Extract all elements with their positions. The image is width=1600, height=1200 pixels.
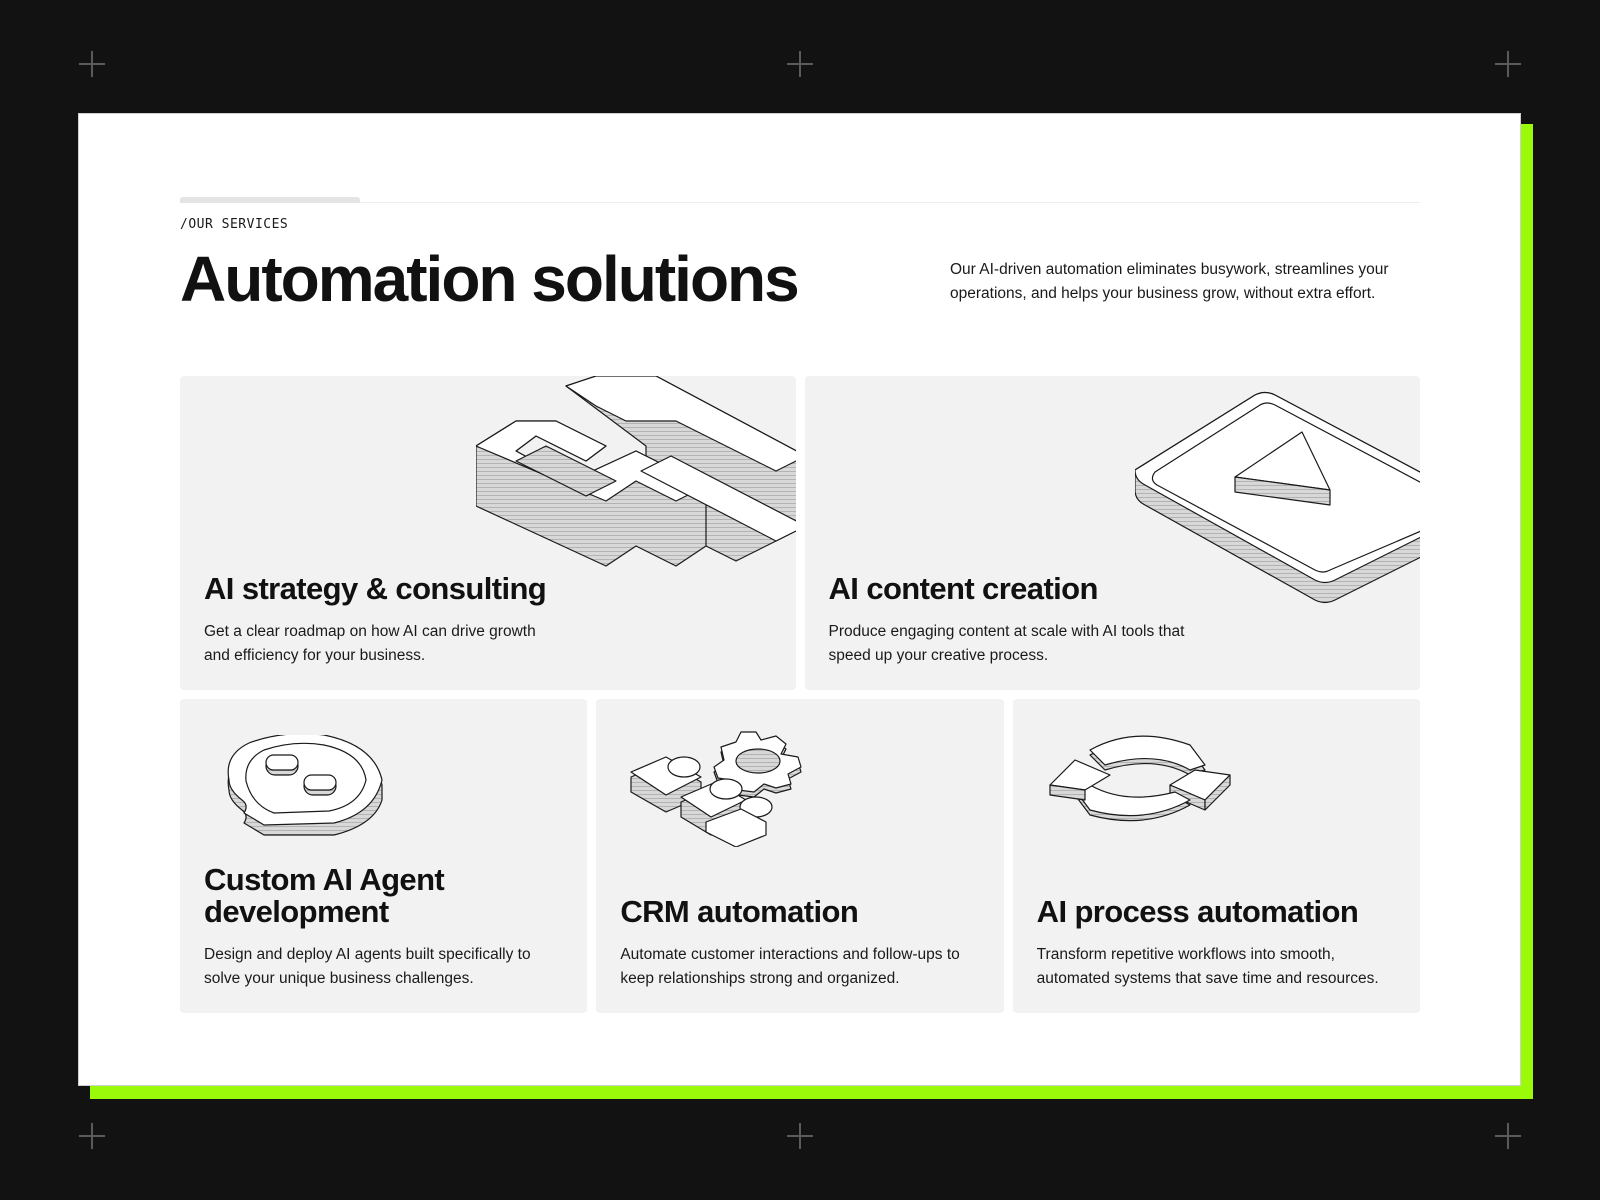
corner-plus-icon — [79, 51, 105, 77]
service-card-text: AI content creation Produce engaging con… — [829, 573, 1189, 668]
play-tablet-icon — [1134, 391, 1420, 604]
service-desc: Get a clear roadmap on how AI can drive … — [204, 623, 536, 664]
chat-bubble-icon — [227, 735, 383, 836]
service-card-text: AI process automation Transform repetiti… — [1037, 896, 1397, 991]
services-grid-top: AI strategy & consulting Get a clear roa… — [180, 376, 1420, 690]
people-gear-icon — [630, 731, 802, 847]
service-title: Custom AI Agent development — [204, 861, 445, 930]
corner-plus-icon — [787, 1123, 813, 1149]
service-card-agent[interactable]: Custom AI Agent development Design and d… — [180, 699, 588, 1013]
services-grid-bottom: Custom AI Agent development Design and d… — [180, 699, 1420, 1013]
service-card-strategy[interactable]: AI strategy & consulting Get a clear roa… — [180, 376, 796, 690]
service-card-process[interactable]: AI process automation Transform repetiti… — [1012, 699, 1420, 1013]
service-card-text: Custom AI Agent development Design and d… — [204, 861, 587, 991]
section-intro: Our AI-driven automation eliminates busy… — [950, 261, 1389, 302]
refresh-arrows-icon — [1049, 735, 1231, 822]
service-desc: Automate customer interactions and follo… — [620, 946, 960, 987]
corner-plus-icon — [787, 51, 813, 77]
services-section: /OUR SERVICES Automation solutions Our A… — [180, 197, 1420, 1013]
section-eyebrow: /OUR SERVICES — [180, 217, 289, 232]
service-title: CRM automation — [620, 894, 859, 930]
service-title: AI content creation — [828, 571, 1099, 607]
services-frame: /OUR SERVICES Automation solutions Our A… — [78, 113, 1521, 1086]
service-card-crm[interactable]: CRM automation Automate customer interac… — [596, 699, 1004, 1013]
service-card-text: CRM automation Automate customer interac… — [620, 896, 980, 991]
corner-plus-icon — [79, 1123, 105, 1149]
corner-plus-icon — [1495, 51, 1521, 77]
page-title: Automation solutions — [180, 243, 800, 315]
section-header: Automation solutions Our AI-driven autom… — [180, 244, 1420, 344]
section-rule-tab — [180, 197, 360, 203]
service-desc: Transform repetitive workflows into smoo… — [1036, 946, 1379, 987]
service-desc: Design and deploy AI agents built specif… — [204, 946, 531, 987]
service-card-text: AI strategy & consulting Get a clear roa… — [204, 573, 564, 668]
service-card-content[interactable]: AI content creation Produce engaging con… — [804, 376, 1420, 690]
service-title: AI process automation — [1036, 894, 1359, 930]
corner-plus-icon — [1495, 1123, 1521, 1149]
service-title: AI strategy & consulting — [204, 571, 547, 607]
service-desc: Produce engaging content at scale with A… — [828, 623, 1185, 664]
section-rule — [180, 197, 1420, 203]
strategy-blocks-icon — [476, 376, 796, 567]
